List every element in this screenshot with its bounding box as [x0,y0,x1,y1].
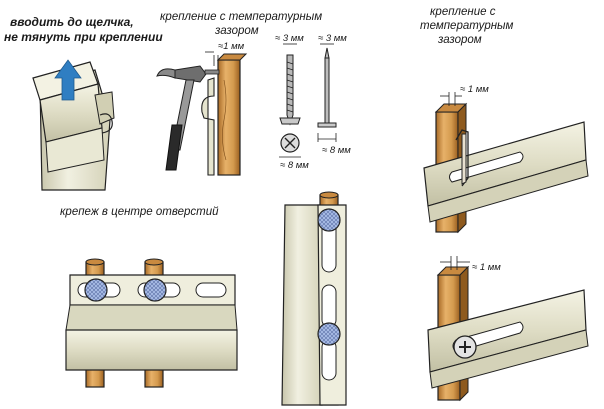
right-top-gap-dimension [440,92,462,106]
temp-gap-title-line2: зазором [214,25,259,37]
center-holes-title: крепеж в центре отверстий [60,206,219,218]
temp-gap-title-line1: крепление с температурным [160,11,322,23]
hammer-icon [156,65,220,171]
fastener-head-icon [84,278,167,302]
dim-screw-head: ≈ 8 мм [280,160,309,171]
snap-panel-illustration [32,61,115,191]
phillips-screw-icon [453,335,477,359]
right-bottom-gap-dimension [440,256,470,270]
dim-nail-head: ≈ 8 мм [322,145,351,156]
vertical-panel [281,204,347,406]
dim-hammer-gap: ≈1 мм [218,41,245,52]
hammer-gap-dimension [205,51,219,66]
hammer-wood-stud [216,53,248,176]
dim-nail-top: ≈ 3 мм [318,33,347,44]
nail-icon [317,47,337,142]
temp-gap-right-line3: зазором [437,34,482,46]
temp-gap-right-line2: температурным [420,20,514,32]
screw-icon [279,54,301,126]
screw-head-top-view [279,133,301,158]
dim-right-top-gap: ≈ 1 мм [460,84,489,95]
right-top-nail [455,129,469,187]
dim-screw-top: ≈ 3 мм [275,33,304,44]
up-arrow-icon [54,59,82,101]
vertical-fastener-icons [317,208,341,346]
dim-right-bottom-gap: ≈ 1 мм [472,262,501,273]
temp-gap-right-line1: крепление с [430,6,496,18]
snap-instruction-line2: не тянуть при креплении [4,30,163,44]
snap-instruction-line1: вводить до щелчка, [10,15,134,29]
vinyl-panel-profile [201,77,215,176]
